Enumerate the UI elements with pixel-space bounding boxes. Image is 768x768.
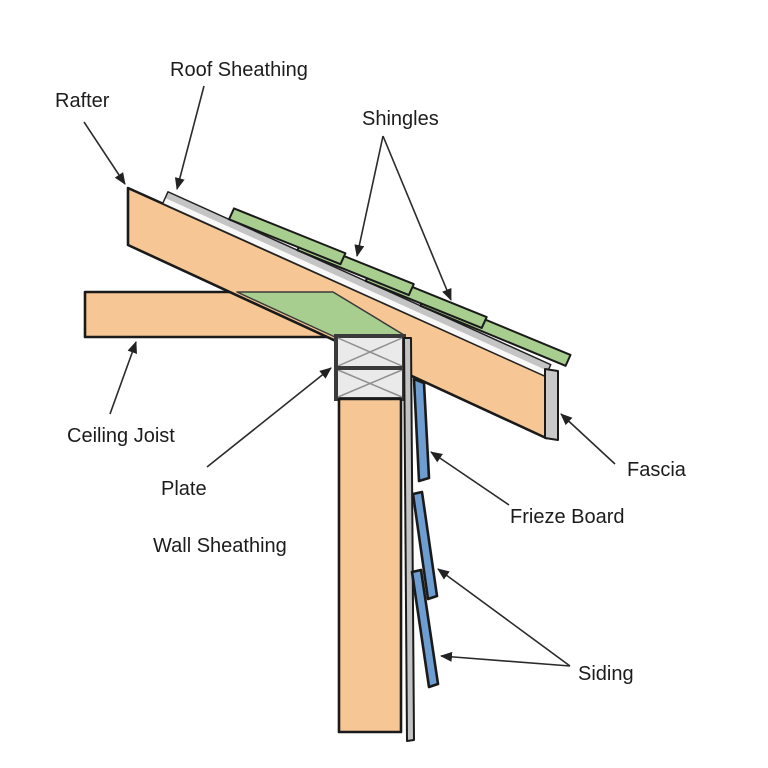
arrow-fascia bbox=[560, 413, 616, 465]
arrow-roof-sheathing bbox=[174, 85, 205, 190]
siding-board-middle bbox=[411, 490, 439, 601]
wall-stud-board bbox=[337, 397, 403, 734]
plate-x-pattern bbox=[337, 337, 403, 398]
top-plate bbox=[334, 334, 406, 401]
label-plate: Plate bbox=[161, 478, 207, 500]
leader-arrows bbox=[83, 85, 616, 667]
arrow-shingles-lower bbox=[382, 135, 452, 301]
label-roof-sheathing: Roof Sheathing bbox=[170, 59, 308, 81]
roof-sheathing-shadow bbox=[165, 191, 551, 372]
arrow-shingles-upper bbox=[354, 135, 384, 257]
label-ceiling-joist: Ceiling Joist bbox=[67, 425, 175, 447]
arrow-rafter bbox=[83, 121, 126, 185]
shingle-courses bbox=[228, 207, 572, 367]
roof-sheathing-face bbox=[162, 198, 548, 377]
shingle-course-1 bbox=[228, 207, 347, 266]
arrow-ceiling-joist bbox=[109, 341, 137, 415]
label-fascia: Fascia bbox=[627, 459, 686, 481]
label-siding: Siding bbox=[578, 663, 634, 685]
fascia-board-piece bbox=[544, 368, 559, 441]
label-rafter: Rafter bbox=[55, 90, 110, 112]
siding-board-lower bbox=[410, 568, 440, 689]
arrow-siding-upper bbox=[437, 568, 571, 667]
arrow-plate bbox=[206, 367, 332, 468]
arrow-frieze-board bbox=[430, 451, 510, 506]
label-frieze-board: Frieze Board bbox=[510, 506, 625, 528]
wall-sheathing-board bbox=[403, 337, 415, 742]
label-shingles: Shingles bbox=[362, 108, 439, 130]
label-wall-sheathing: Wall Sheathing bbox=[153, 535, 287, 557]
frieze-board-piece bbox=[412, 377, 431, 483]
arrow-siding-lower bbox=[440, 651, 571, 667]
